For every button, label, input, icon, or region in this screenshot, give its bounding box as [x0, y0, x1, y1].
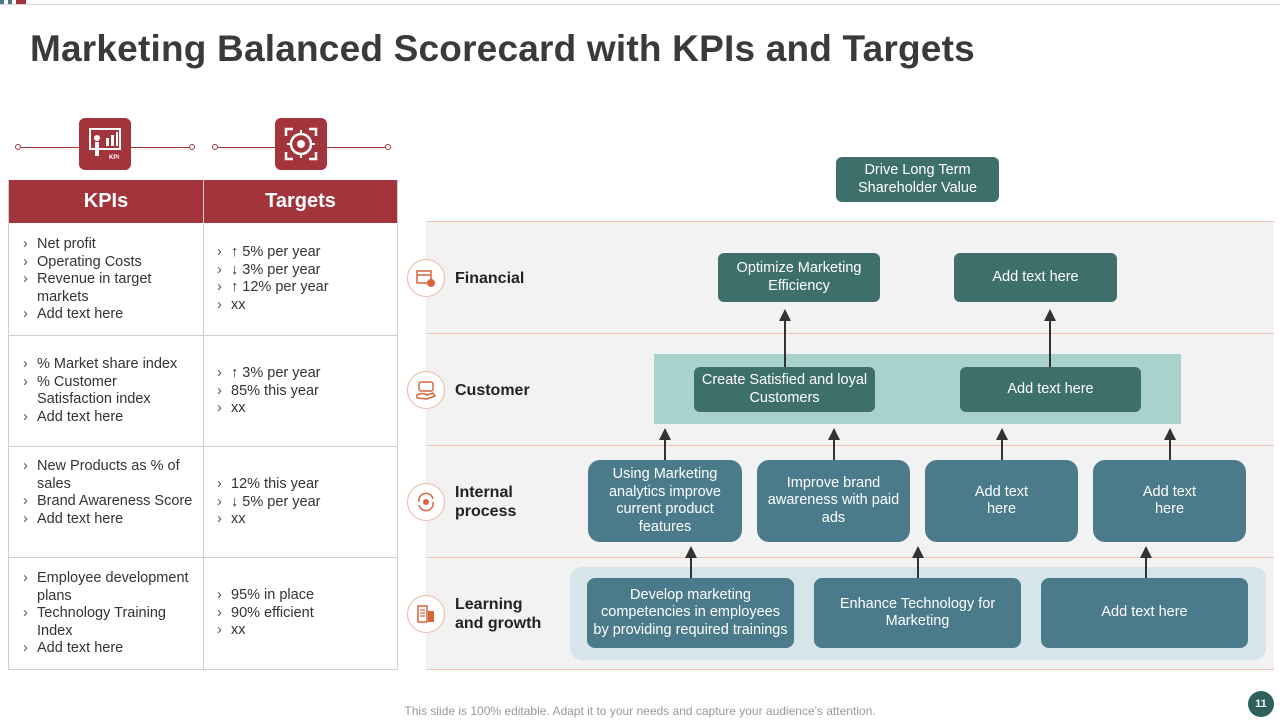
kpi-presentation-icon: KPI [79, 118, 131, 170]
list-item: ↓ 3% per year [209, 262, 389, 280]
perspective-label-internal: Internal process [455, 484, 517, 520]
arrow-shaft [1145, 558, 1147, 578]
list-item: Revenue in target markets [15, 271, 195, 306]
list-item: Employee development plans [15, 570, 195, 605]
list-item: 85% this year [209, 383, 389, 401]
arrow-head [685, 546, 697, 558]
target-list-internal: 12% this year ↓ 5% per year xx [209, 476, 389, 529]
node-internal-placeholder: Add text here [1093, 460, 1246, 542]
financial-icon [407, 259, 445, 297]
customer-icon [407, 371, 445, 409]
node-brand-awareness: Improve brand awareness with paid ads [757, 460, 910, 542]
list-item: % Market share index [15, 356, 195, 374]
list-item: ↓ 5% per year [209, 494, 389, 512]
node-marketing-analytics: Using Marketing analytics improve curren… [588, 460, 742, 542]
slide-title: Marketing Balanced Scorecard with KPIs a… [30, 28, 975, 69]
kpi-list-learning: Employee development plans Technology Tr… [15, 570, 195, 658]
top-rule [0, 4, 1280, 5]
connector-line [218, 147, 275, 148]
list-item: Operating Costs [15, 254, 195, 272]
list-item: ↑ 12% per year [209, 279, 389, 297]
arrow-head [1044, 309, 1056, 321]
list-item: Brand Awareness Score [15, 493, 195, 511]
kpi-list-customer: % Market share index % Customer Satisfac… [15, 356, 195, 426]
list-item: % Customer Satisfaction index [15, 374, 195, 409]
target-list-customer: ↑ 3% per year 85% this year xx [209, 365, 389, 418]
connector-line [21, 147, 79, 148]
target-list-learning: 95% in place 90% efficient xx [209, 587, 389, 640]
list-item: xx [209, 622, 389, 640]
list-item: 90% efficient [209, 605, 389, 623]
list-item: xx [209, 400, 389, 418]
arrow-shaft [1001, 440, 1003, 460]
kpis-header: KPIs [9, 180, 203, 223]
list-item: Add text here [15, 511, 195, 529]
arrow-shaft [784, 321, 786, 367]
node-internal-placeholder: Add text here [925, 460, 1078, 542]
perspective-label-financial: Financial [455, 270, 525, 287]
list-item: Add text here [15, 409, 195, 427]
arrow-head [1164, 428, 1176, 440]
node-develop-competencies: Develop marketing competencies in employ… [587, 578, 794, 648]
arrow-head [779, 309, 791, 321]
row-divider [8, 557, 398, 558]
arrow-head [659, 428, 671, 440]
process-icon [407, 483, 445, 521]
targets-header: Targets [204, 180, 397, 223]
node-financial-placeholder: Add text here [954, 253, 1117, 302]
node-satisfied-customers: Create Satisfied and loyal Customers [694, 367, 875, 412]
node-customer-placeholder: Add text here [960, 367, 1141, 412]
arrow-shaft [833, 440, 835, 460]
arrow-head [828, 428, 840, 440]
list-item: Technology Training Index [15, 605, 195, 640]
arrow-shaft [1169, 440, 1171, 460]
list-item: Add text here [15, 306, 195, 324]
node-shareholder-value: Drive Long Term Shareholder Value [836, 157, 999, 202]
arrow-shaft [664, 440, 666, 460]
learning-icon [407, 595, 445, 633]
corner-mark [8, 0, 12, 4]
connector-dot [15, 144, 21, 150]
corner-mark [16, 0, 26, 4]
arrow-shaft [917, 558, 919, 578]
connector-line [327, 147, 385, 148]
kpi-list-internal: New Products as % of sales Brand Awarene… [15, 458, 195, 528]
perspective-label-customer: Customer [455, 382, 530, 399]
node-learning-placeholder: Add text here [1041, 578, 1248, 648]
corner-mark [0, 0, 4, 4]
connector-line [131, 147, 189, 148]
list-item: 95% in place [209, 587, 389, 605]
kpi-list-financial: Net profit Operating Costs Revenue in ta… [15, 236, 195, 324]
list-item: ↑ 3% per year [209, 365, 389, 383]
list-item: ↑ 5% per year [209, 244, 389, 262]
target-icon [275, 118, 327, 170]
arrow-head [996, 428, 1008, 440]
arrow-head [1140, 546, 1152, 558]
list-item: Add text here [15, 640, 195, 658]
perspective-label-learning: Learning and growth [455, 596, 542, 632]
arrow-shaft [690, 558, 692, 578]
row-divider [8, 446, 398, 447]
connector-dot [385, 144, 391, 150]
list-item: New Products as % of sales [15, 458, 195, 493]
node-enhance-technology: Enhance Technology for Marketing [814, 578, 1021, 648]
target-list-financial: ↑ 5% per year ↓ 3% per year ↑ 12% per ye… [209, 244, 389, 314]
column-divider [203, 180, 204, 670]
list-item: xx [209, 297, 389, 315]
page-number: 11 [1248, 691, 1274, 717]
arrow-shaft [1049, 321, 1051, 367]
footer-note: This slide is 100% editable. Adapt it to… [404, 704, 876, 718]
row-divider [8, 335, 398, 336]
node-optimize-efficiency: Optimize Marketing Efficiency [718, 253, 880, 302]
list-item: Net profit [15, 236, 195, 254]
list-item: xx [209, 511, 389, 529]
svg-text:KPI: KPI [109, 155, 119, 161]
list-item: 12% this year [209, 476, 389, 494]
connector-dot [189, 144, 195, 150]
connector-dot [212, 144, 218, 150]
arrow-head [912, 546, 924, 558]
